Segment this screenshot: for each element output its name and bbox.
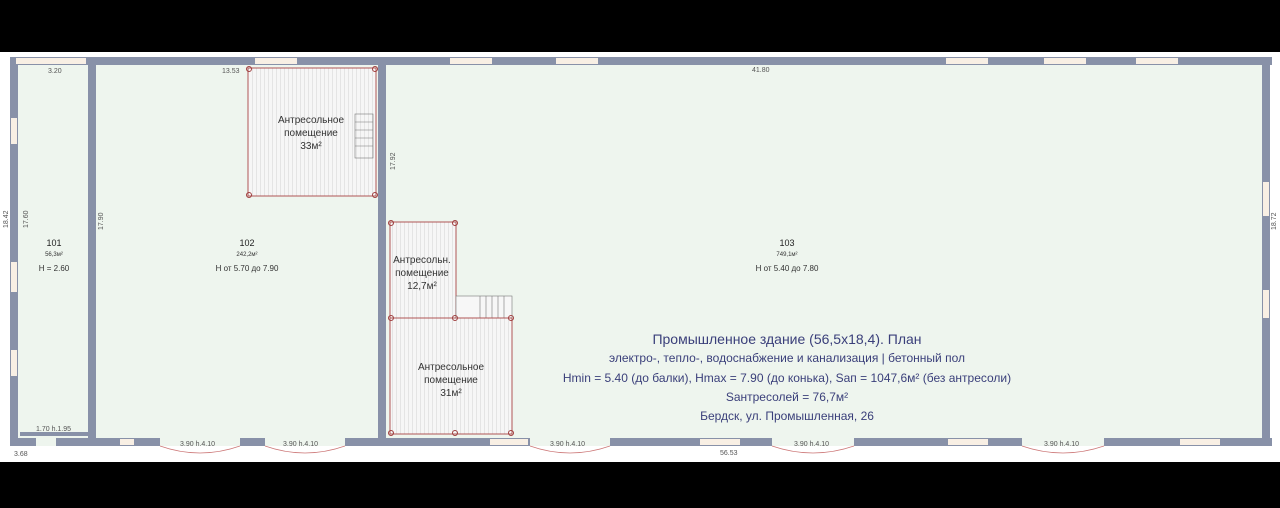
mezzanine-2-area: 12,7м² <box>407 281 437 292</box>
room-101-height: H = 2.60 <box>39 264 70 273</box>
dim-wall-101-102: 17.90 <box>98 212 105 230</box>
dim-gate-4: 3.90 h.4.10 <box>794 441 829 448</box>
dim-gate-5: 3.90 h.4.10 <box>1044 441 1079 448</box>
dim-gate-1: 3.90 h.4.10 <box>180 441 215 448</box>
dim-gate-3: 3.90 h.4.10 <box>550 441 585 448</box>
gates <box>36 438 1104 446</box>
room-101-area: 56,3м² <box>45 252 63 258</box>
mezzanine-1-label-line2: помещение <box>284 128 338 139</box>
windows-right <box>1263 182 1269 318</box>
room-102-area: 242,2м² <box>236 252 257 258</box>
room-103-height: H от 5.40 до 7.80 <box>756 264 819 273</box>
room-101-number: 101 <box>46 238 61 248</box>
mezzanine-3-area: 31м² <box>440 388 462 399</box>
dim-bottom-left: 3.68 <box>14 451 28 458</box>
room-103-number: 103 <box>779 238 794 248</box>
floor-area <box>18 62 1262 444</box>
mezzanine-2-label-line1: Антресольн. <box>393 255 451 266</box>
room-102-number: 102 <box>239 238 254 248</box>
interior-walls <box>20 65 386 438</box>
info-address: Бердск, ул. Промышленная, 26 <box>700 409 874 423</box>
mezzanine-2 <box>389 221 457 319</box>
mezzanine-2-label-line2: помещение <box>395 268 449 279</box>
column-markers <box>246 66 514 436</box>
windows-bottom <box>120 439 1220 445</box>
outer-walls <box>10 57 1272 446</box>
room-102-height: H от 5.70 до 7.90 <box>216 264 279 273</box>
info-heights-area: Hmin = 5.40 (до балки), Hmax = 7.90 (до … <box>563 371 1011 385</box>
windows-top <box>16 58 1178 64</box>
dim-gate-2: 3.90 h.4.10 <box>283 441 318 448</box>
dim-top-mid: 13.53 <box>222 68 240 75</box>
gate-arcs <box>159 445 1105 454</box>
mezzanine-2-stairs <box>455 295 513 319</box>
windows-left <box>11 118 17 376</box>
room-103-area: 749,1м² <box>776 252 797 258</box>
mezzanine-3-label-line2: помещение <box>424 375 478 386</box>
mezzanine-1 <box>247 67 377 197</box>
dim-top-left: 3.20 <box>48 68 62 75</box>
mezzanine-1-area: 33м² <box>300 141 322 152</box>
mezzanine-1-stairs <box>354 113 374 159</box>
info-title: Промышленное здание (56,5х18,4). План <box>652 331 921 347</box>
dim-left-inner: 17.60 <box>23 210 30 228</box>
info-mezzanine-area: Sантресолей = 76,7м² <box>726 390 848 404</box>
dim-right: 18.72 <box>1271 212 1278 230</box>
dim-top-right: 41.80 <box>752 67 770 74</box>
dim-gate-small: 1.70 h.1.95 <box>36 426 71 433</box>
mezzanine-3-label-line1: Антресольное <box>418 362 484 373</box>
mezzanine-3 <box>389 317 513 435</box>
dim-partition: 17.92 <box>390 152 397 170</box>
dim-bottom-total: 56.53 <box>720 450 738 457</box>
info-utilities: электро-, тепло-, водоснабжение и канали… <box>609 351 965 365</box>
dim-left-outer: 18.42 <box>3 210 10 228</box>
mezzanine-1-label-line1: Антресольное <box>278 115 344 126</box>
